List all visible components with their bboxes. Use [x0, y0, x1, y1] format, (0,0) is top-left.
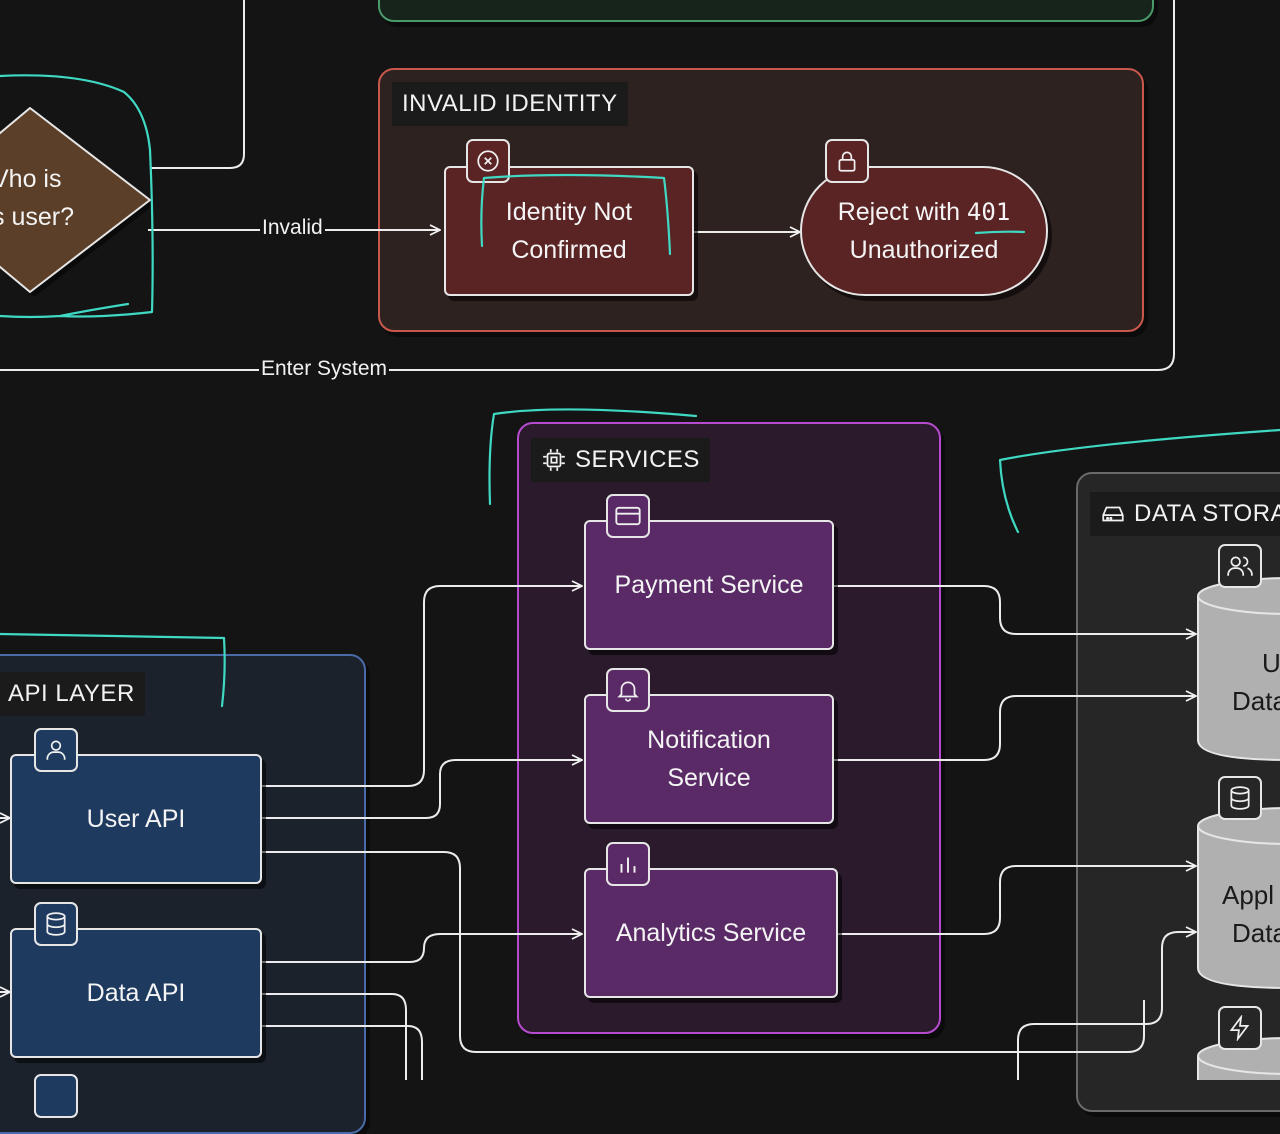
users-db-text: U Data: [1232, 648, 1280, 716]
identity-not-confirmed-node[interactable]: Identity Not Confirmed: [444, 166, 694, 296]
cpu-icon: [543, 449, 565, 471]
notification-service-node[interactable]: Notification Service: [584, 694, 834, 824]
edge-label-invalid: Invalid: [260, 216, 325, 240]
annotation-strokes: [0, 74, 1280, 708]
edge-decision-top: [150, 0, 245, 169]
analytics-service-label: Analytics Service: [615, 919, 807, 947]
credit-card-icon: [606, 494, 650, 538]
decision-text: Vho is s user?: [0, 160, 74, 236]
reject-node-line1: Reject with 401: [837, 198, 1011, 226]
data-storage-group-label: DATA STORA: [1090, 492, 1280, 536]
annotation-identity-bracket: [480, 173, 672, 256]
services-group-label: SERVICES: [531, 438, 710, 482]
database-icon: [1218, 776, 1262, 820]
edge-analytics-app: [838, 866, 1196, 935]
notification-service-line2: Service: [667, 764, 751, 792]
decision-line2: s user?: [0, 203, 74, 231]
decision-line1: Vho is: [0, 165, 62, 193]
edge-userapi-payment: [262, 586, 582, 787]
database-icon: [34, 902, 78, 946]
invalid-identity-group-label: INVALID IDENTITY: [392, 82, 628, 126]
app-db-text: Appl Data: [1222, 880, 1280, 948]
edge-userapi-notification: [262, 760, 582, 819]
payment-service-node[interactable]: Payment Service: [584, 520, 834, 650]
users-db-cylinder[interactable]: [1197, 577, 1280, 761]
hard-drive-icon: [1102, 506, 1124, 522]
api-layer-group-label: API LAYER: [0, 672, 145, 716]
data-api-label: Data API: [86, 979, 186, 1007]
reject-node-line2: Unauthorized: [849, 236, 999, 264]
annotation-api-bracket: [0, 632, 226, 708]
identity-node-line1: Identity Not: [505, 198, 633, 226]
top-group-bottom-edge: [378, 0, 1154, 22]
edge-notification-users: [834, 696, 1196, 761]
bar-chart-icon: [606, 842, 650, 886]
annotation-services-bracket: [488, 408, 698, 506]
zap-icon: [1218, 1006, 1262, 1050]
bell-icon: [606, 668, 650, 712]
payment-service-label: Payment Service: [614, 571, 804, 599]
user-api-label: User API: [86, 805, 186, 833]
users-icon: [1218, 544, 1262, 588]
edge-dataapi-down2: [262, 1025, 423, 1080]
edge-app-loop: [1017, 932, 1196, 1080]
annotation-401-underline: [974, 230, 1026, 235]
partial-badge: [34, 1074, 78, 1118]
identity-node-line2: Confirmed: [511, 236, 627, 264]
annotation-decision-circle: [0, 74, 154, 319]
edge-dataapi-down1: [262, 993, 407, 1080]
user-icon: [34, 728, 78, 772]
lock-icon: [825, 139, 869, 183]
edge-userapi-down: [262, 851, 1145, 1053]
data-api-node[interactable]: Data API: [10, 928, 262, 1058]
edge-dataapi-analytics: [262, 934, 582, 963]
analytics-service-node[interactable]: Analytics Service: [584, 868, 838, 998]
connectors: [0, 0, 1280, 1080]
edge-enter-system: [0, 0, 1175, 371]
annotation-storage-bracket: [998, 428, 1280, 534]
user-api-node[interactable]: User API: [10, 754, 262, 884]
notification-service-line1: Notification: [647, 726, 771, 754]
decision-diamond[interactable]: [0, 0, 200, 320]
edge-payment-users: [834, 585, 1196, 634]
edge-label-enter-system: Enter System: [259, 357, 390, 381]
